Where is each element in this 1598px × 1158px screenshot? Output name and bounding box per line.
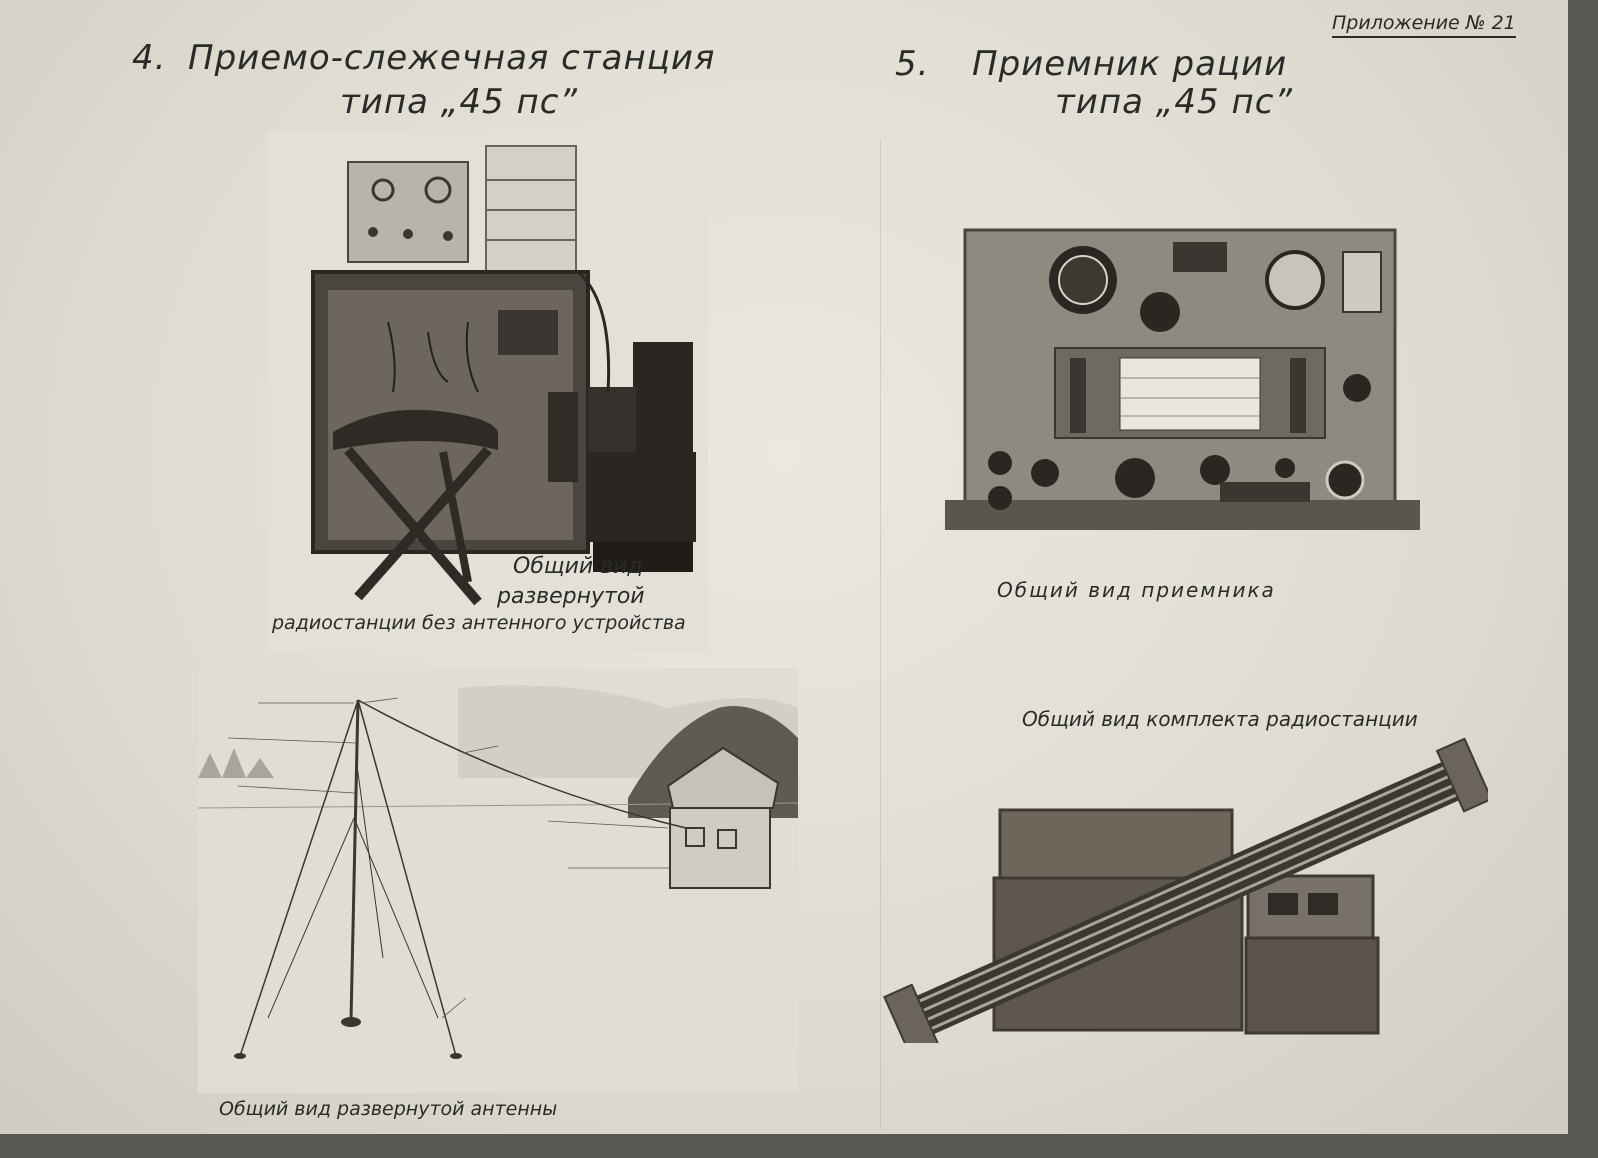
station-caption-line1: Общий вид: [513, 554, 643, 579]
section-4-subtitle: типа „45 пс”: [340, 82, 578, 122]
section-4-title: Приемо-слежечная станция: [188, 38, 716, 78]
antenna-caption: Общий вид развернутой антенны: [219, 1098, 558, 1120]
station-photo: [268, 132, 708, 652]
appendix-underline: [1332, 36, 1516, 38]
appendix-text: Приложение № 21: [1332, 12, 1516, 34]
station-caption-line3: радиостанции без антенного устройства: [272, 612, 686, 634]
section-5-subtitle: типа „45 пс”: [1055, 82, 1293, 122]
kit-photo: [883, 738, 1488, 1043]
document-sheet: Приложение № 21 4. Приемо-слежечная стан…: [0, 0, 1568, 1134]
section-5-title: Приемник рации: [972, 44, 1288, 84]
receiver-photo: [945, 228, 1420, 530]
appendix-label: Приложение № 21: [1332, 12, 1516, 38]
receiver-caption: Общий вид приемника: [997, 578, 1276, 602]
antenna-drawing: [198, 668, 798, 1093]
page-fold: [880, 140, 881, 1130]
section-4-number: 4.: [132, 38, 167, 78]
section-5-number: 5.: [895, 44, 930, 84]
kit-caption: Общий вид комплекта радиостанции: [1022, 707, 1418, 731]
station-caption-line2: развернутой: [497, 584, 645, 609]
